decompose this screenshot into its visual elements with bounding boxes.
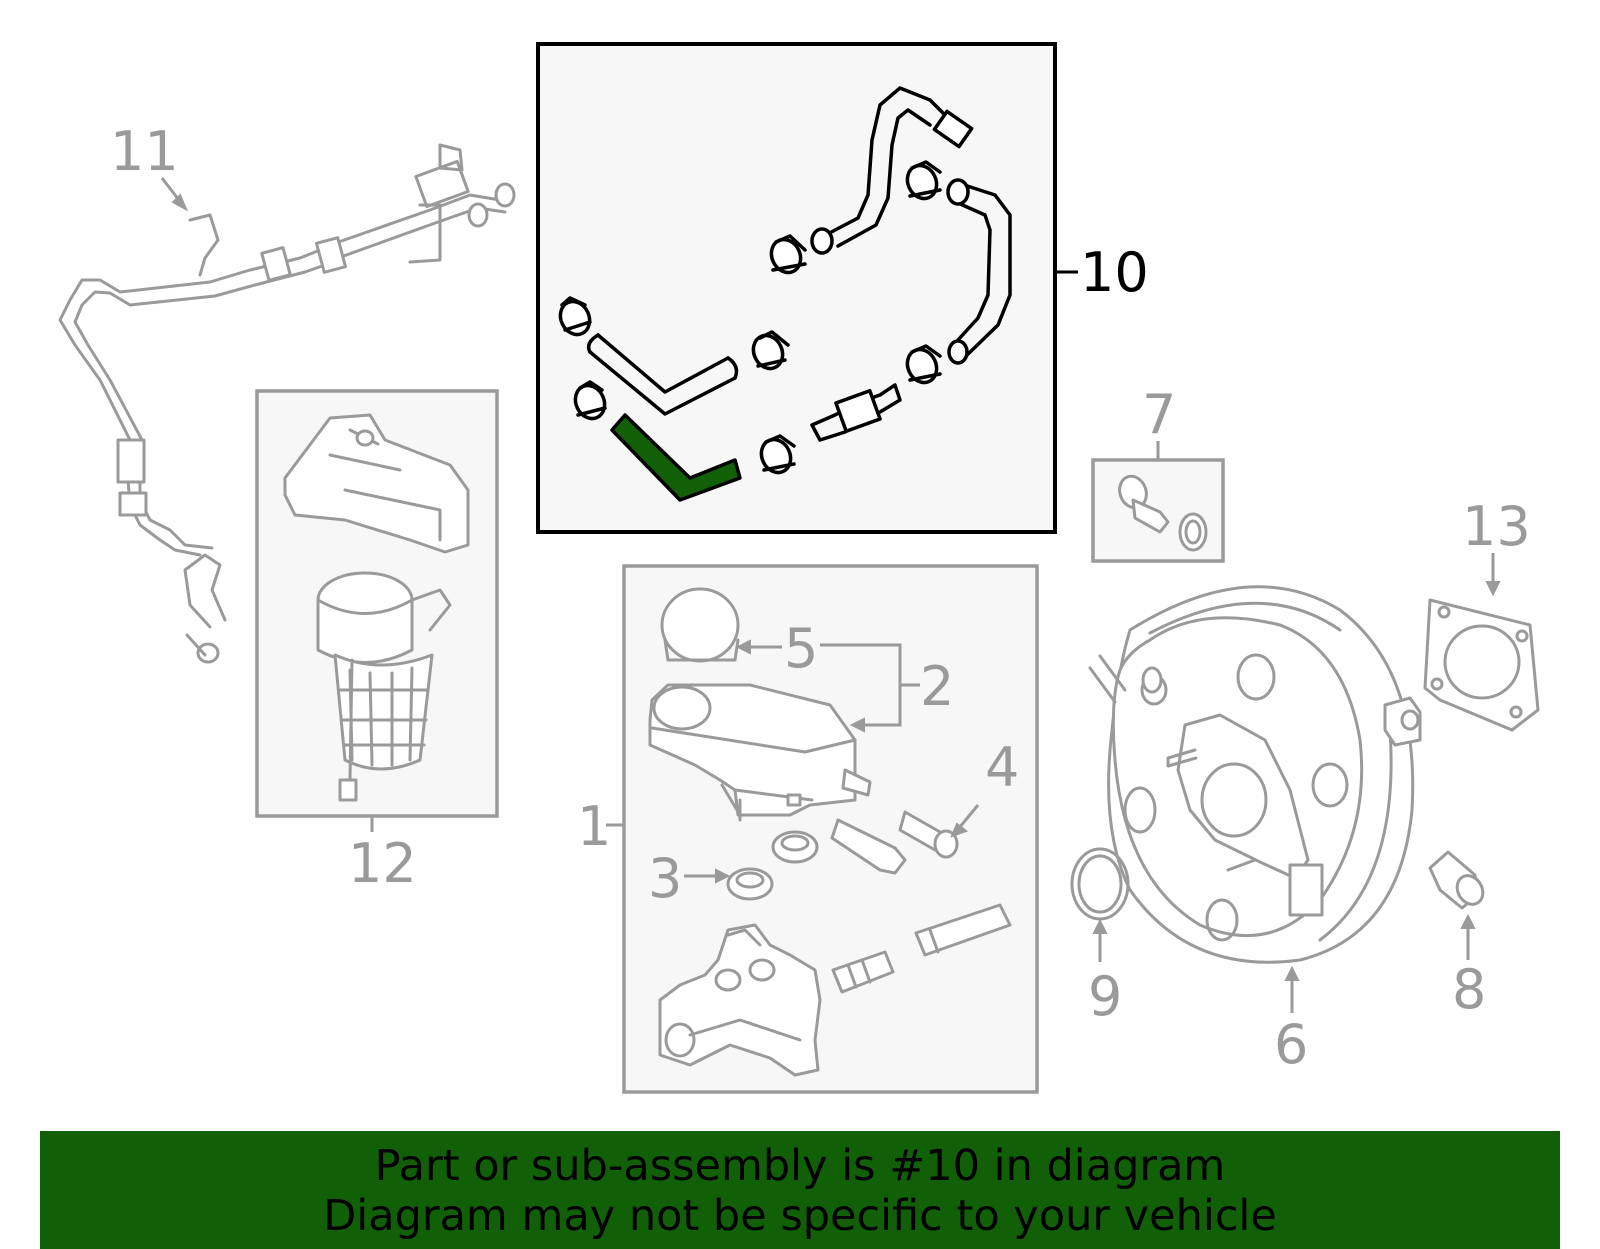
- callout-5: 5: [784, 617, 818, 680]
- callout-11: 11: [110, 120, 179, 183]
- info-banner: Part or sub-assembly is #10 in diagram D…: [40, 1131, 1560, 1249]
- callout-3: 3: [648, 847, 682, 910]
- callout-12: 12: [348, 832, 417, 895]
- callout-7: 7: [1142, 383, 1176, 446]
- part-10-hoses: [558, 86, 1012, 475]
- part-6-brake-booster: [1088, 585, 1422, 964]
- part-1-master-cylinder: [648, 587, 1012, 1077]
- callout-10: 10: [1080, 241, 1149, 304]
- callout-1: 1: [577, 795, 611, 858]
- callout-4: 4: [985, 736, 1019, 799]
- callout-9: 9: [1088, 965, 1122, 1028]
- callout-6: 6: [1274, 1013, 1308, 1076]
- banner-line-2: Diagram may not be specific to your vehi…: [323, 1191, 1277, 1241]
- callout-13: 13: [1462, 495, 1531, 558]
- callout-2: 2: [920, 655, 954, 718]
- callout-8: 8: [1452, 958, 1486, 1021]
- part-11-brake-line: [58, 143, 516, 664]
- part-10-box[interactable]: [536, 42, 1057, 534]
- leader-2: [820, 643, 920, 727]
- highlighted-hose[interactable]: [610, 413, 742, 502]
- part-9-o-ring: [1070, 847, 1130, 921]
- part-13-gasket: [1423, 598, 1540, 732]
- part-7-screw: [1118, 474, 1208, 552]
- banner-line-1: Part or sub-assembly is #10 in diagram: [374, 1141, 1226, 1191]
- part-12-pump: [283, 413, 470, 802]
- part-8-check-valve: [1428, 850, 1485, 910]
